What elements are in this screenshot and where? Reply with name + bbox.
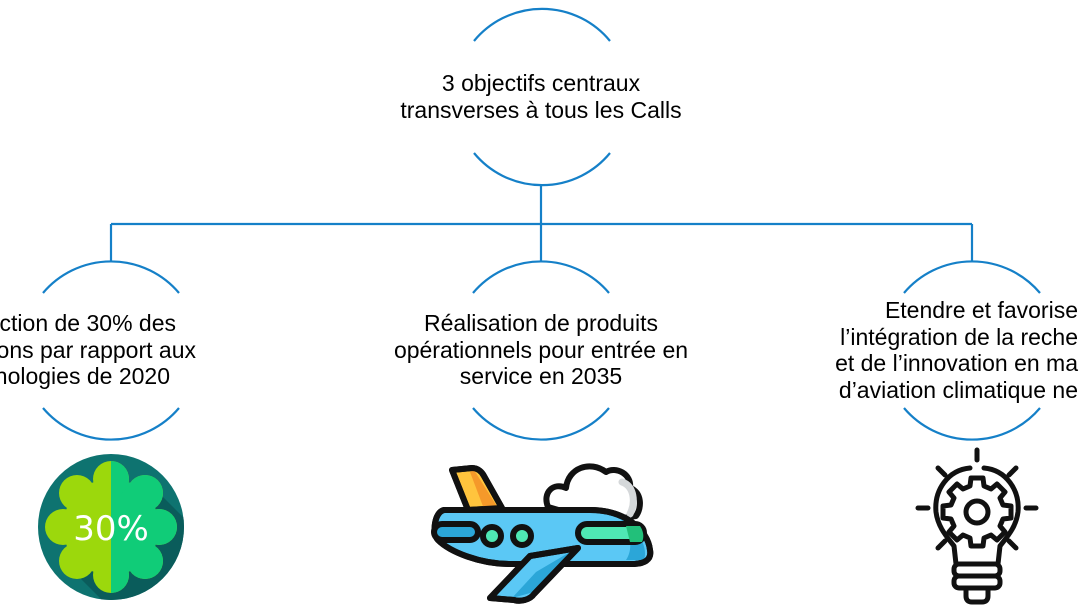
child-products-label: Réalisation de produits opérationnels po… <box>351 310 731 390</box>
root-node-label: 3 objectifs centraux transverses à tous … <box>351 70 731 123</box>
child-innovation-line-4: d’aviation climatique ne <box>838 376 1078 403</box>
child-products-line-2: opérationnels pour entrée en <box>393 336 689 363</box>
child-3-arc-bottom <box>903 407 1041 441</box>
child-innovation-line-3: et de l’innovation en ma <box>835 350 1078 376</box>
child-emissions-line-2: ssions par rapport aux <box>0 336 196 363</box>
child-1-arc-bottom <box>42 407 180 441</box>
airplane-cloud-icon <box>431 463 654 604</box>
child-emissions-line-3: echnologies de 2020 <box>0 363 170 389</box>
child-emissions-label: éduction de 30% des ssions par rapport a… <box>0 310 243 390</box>
child-innovation-line-2: l’intégration de la reche <box>840 323 1078 350</box>
child-2-arc-top <box>472 260 610 294</box>
child-innovation-line-1: Etendre et favorise <box>884 297 1078 323</box>
lightbulb-gear-icon <box>915 447 1039 605</box>
child-emissions-line-1: éduction de 30% des <box>0 310 176 336</box>
root-arc-top <box>473 7 611 42</box>
child-innovation-label: Etendre et favorise l’intégration de la … <box>800 297 1080 403</box>
badge-percent-label: 30% <box>73 509 149 549</box>
child-2-arc-bottom <box>472 407 610 441</box>
root-arc-bottom <box>473 152 611 187</box>
child-3-arc-top <box>903 260 1041 294</box>
percent-badge-icon: 30% <box>38 454 184 600</box>
child-products-line-3: service en 2035 <box>459 363 623 389</box>
root-line-2: transverses à tous les Calls <box>400 96 682 123</box>
child-products-line-1: Réalisation de produits <box>424 310 658 336</box>
root-line-1: 3 objectifs centraux <box>441 70 641 96</box>
child-1-arc-top <box>42 260 180 294</box>
